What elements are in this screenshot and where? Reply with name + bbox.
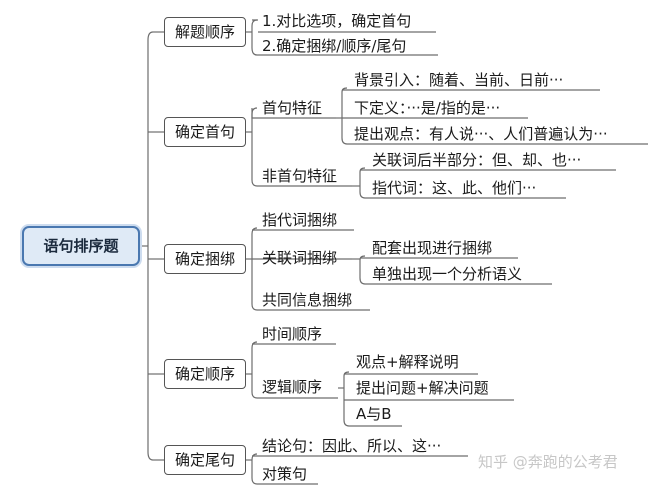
seq-time: 时间顺序	[262, 325, 323, 343]
tail-item-2: 对策句	[262, 465, 308, 483]
order-step-2: 2.确定捆绑/顺序/尾句	[262, 37, 407, 55]
first-feature-item-1: 背景引入：随着、当前、日前···	[354, 71, 564, 89]
seq-logic-item-3: A与B	[356, 405, 392, 423]
bind-conj-item-1: 配套出现进行捆绑	[372, 239, 493, 257]
order-step-1: 1.对比选项，确定首句	[262, 12, 412, 30]
bind-pronoun: 指代词捆绑	[262, 211, 338, 229]
first-feature-item-3: 提出观点：有人说···、人们普遍认为···	[354, 125, 608, 143]
root-node: 语句排序题	[22, 226, 140, 266]
first-feature: 首句特征	[262, 99, 323, 117]
bind-conj-item-2: 单独出现一个分析语义	[372, 265, 523, 283]
non-first-item-2: 指代词：这、此、他们···	[372, 179, 537, 197]
seq-logic-item-2: 提出问题+解决问题	[356, 379, 489, 397]
branch-binding: 确定捆绑	[164, 244, 246, 274]
non-first-feature: 非首句特征	[262, 167, 338, 185]
seq-logic-item-1: 观点+解释说明	[356, 353, 459, 371]
non-first-item-1: 关联词后半部分：但、却、也···	[372, 151, 582, 169]
bind-conjunction: 关联词捆绑	[262, 249, 338, 267]
watermark: 知乎 @奔跑的公考君	[478, 453, 618, 471]
branch-sequence: 确定顺序	[164, 359, 246, 389]
branch-first-sentence: 确定首句	[164, 117, 246, 147]
tail-item-1: 结论句：因此、所以、这···	[262, 437, 442, 455]
first-feature-item-2: 下定义：···是/指的是···	[354, 99, 501, 117]
bind-common: 共同信息捆绑	[262, 291, 353, 309]
seq-logic: 逻辑顺序	[262, 378, 323, 396]
branch-tail: 确定尾句	[164, 445, 246, 475]
branch-order: 解题顺序	[164, 17, 246, 47]
